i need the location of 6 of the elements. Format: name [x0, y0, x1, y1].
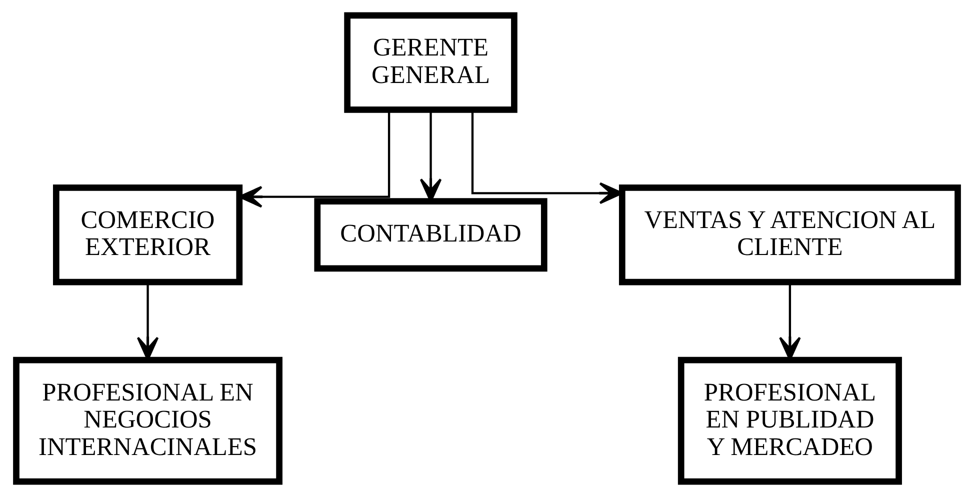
node-box: VENTAS Y ATENCION AL CLIENTE — [618, 184, 961, 286]
node-box: CONTABLIDAD — [314, 198, 548, 272]
node-box: COMERCIO EXTERIOR — [53, 184, 243, 286]
node-box: GERENTE GENERAL — [344, 12, 518, 113]
node-box: PROFESIONAL EN PUBLIDAD Y MERCADEO — [678, 356, 902, 485]
node-box: PROFESIONAL EN NEGOCIOS INTERNACINALES — [13, 356, 282, 485]
